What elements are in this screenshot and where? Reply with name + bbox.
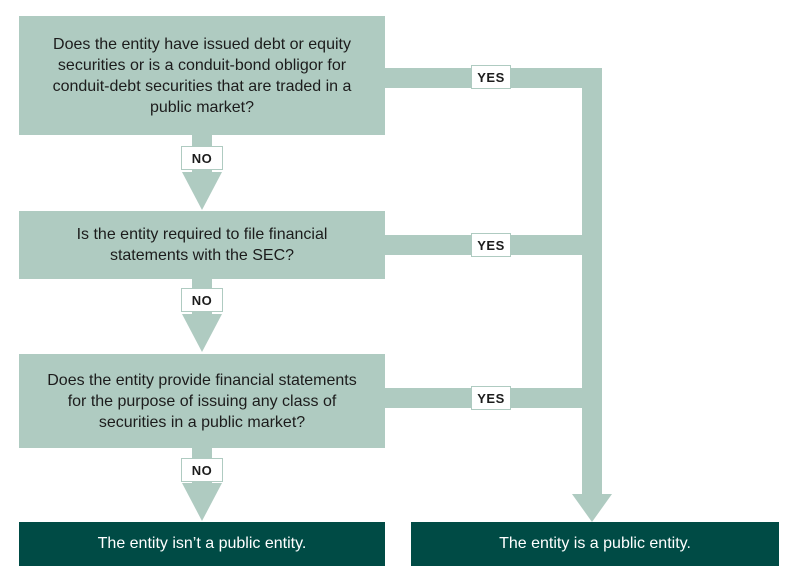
yes-label-2: YES [471, 233, 511, 257]
no-label-3: NO [181, 458, 223, 482]
result-public-box: The entity is a public entity. [411, 522, 779, 566]
no-arrow-3-head [182, 483, 222, 521]
yes-label-3: YES [471, 386, 511, 410]
result-not-public-box: The entity isn’t a public entity. [19, 522, 385, 566]
yes-label-1: YES [471, 65, 511, 89]
question-2-text: Is the entity required to file financial… [76, 226, 328, 264]
yes-collector-line [582, 68, 602, 495]
no-label-2: NO [181, 288, 223, 312]
question-2-box: Is the entity required to file financial… [19, 211, 385, 279]
result-public-text: The entity is a public entity. [499, 535, 691, 552]
question-3-box: Does the entity provide financial statem… [19, 354, 385, 448]
no-arrow-1-head [182, 172, 222, 210]
question-3-text: Does the entity provide financial statem… [47, 371, 357, 431]
result-not-public-text: The entity isn’t a public entity. [97, 535, 307, 552]
no-arrow-2-head [182, 314, 222, 352]
yes-arrow-head [572, 494, 612, 522]
no-label-1: NO [181, 146, 223, 170]
question-1-text: Does the entity have issued debt or equi… [52, 35, 352, 116]
question-1-box: Does the entity have issued debt or equi… [19, 16, 385, 135]
